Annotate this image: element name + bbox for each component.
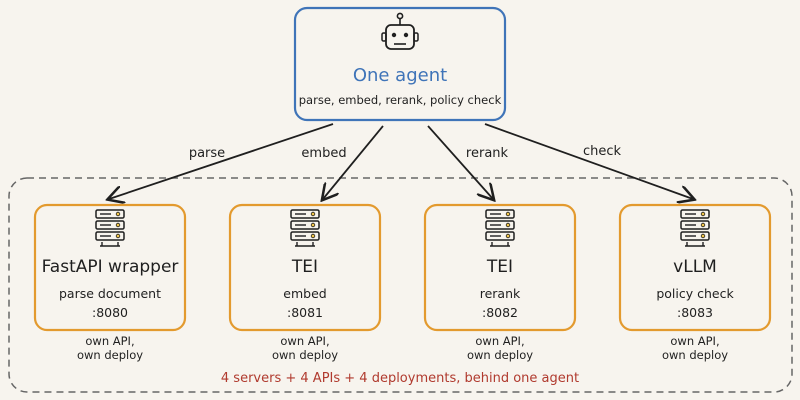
service-port: :8080 xyxy=(92,305,128,320)
service-note-line-1: own API, xyxy=(475,334,524,348)
service-node-vllm: vLLM policy check :8083 own API, own dep… xyxy=(618,203,772,362)
edge-label-parse: parse xyxy=(189,146,225,161)
server-rack-icon xyxy=(485,209,515,247)
agent-subtitle: parse, embed, rerank, policy check xyxy=(299,93,502,107)
service-note-line-2: own deploy xyxy=(77,348,143,362)
edge-label-embed: embed xyxy=(301,146,346,161)
agent-title: One agent xyxy=(353,65,447,86)
robot-icon xyxy=(381,12,419,50)
service-box xyxy=(228,203,382,332)
edge-label-check: check xyxy=(583,144,622,159)
service-node-fastapi: FastAPI wrapper parse document :8080 own… xyxy=(33,203,187,362)
service-name: vLLM xyxy=(673,257,717,277)
agent-box xyxy=(293,6,507,122)
service-box xyxy=(423,203,577,332)
service-note-line-1: own API, xyxy=(670,334,719,348)
services-group-boundary xyxy=(8,177,793,393)
edge-parse: parse xyxy=(109,123,334,199)
service-port: :8082 xyxy=(482,305,518,320)
service-task: embed xyxy=(283,286,326,301)
service-port: :8083 xyxy=(677,305,713,320)
service-box xyxy=(618,203,772,332)
service-note-line-1: own API, xyxy=(280,334,329,348)
service-name: TEI xyxy=(291,257,318,277)
service-name: TEI xyxy=(486,257,513,277)
edge-check: check xyxy=(484,123,693,199)
agent-node: One agent parse, embed, rerank, policy c… xyxy=(293,6,507,122)
service-task: policy check xyxy=(656,286,734,301)
service-port: :8081 xyxy=(287,305,323,320)
service-note-line-2: own deploy xyxy=(467,348,533,362)
edge-rerank: rerank xyxy=(427,125,509,199)
service-task: rerank xyxy=(480,286,521,301)
server-rack-icon xyxy=(680,209,710,247)
service-note-line-2: own deploy xyxy=(662,348,728,362)
service-box xyxy=(33,203,187,332)
service-note-line-1: own API, xyxy=(85,334,134,348)
summary-note: 4 servers + 4 APIs + 4 deployments, behi… xyxy=(221,371,579,386)
service-name: FastAPI wrapper xyxy=(42,257,179,277)
service-node-tei-rerank: TEI rerank :8082 own API, own deploy xyxy=(423,203,577,362)
service-node-tei-embed: TEI embed :8081 own API, own deploy xyxy=(228,203,382,362)
edge-embed: embed xyxy=(301,125,384,199)
server-rack-icon xyxy=(290,209,320,247)
service-task: parse document xyxy=(59,286,161,301)
server-rack-icon xyxy=(95,209,125,247)
edge-label-rerank: rerank xyxy=(466,146,509,161)
service-note-line-2: own deploy xyxy=(272,348,338,362)
